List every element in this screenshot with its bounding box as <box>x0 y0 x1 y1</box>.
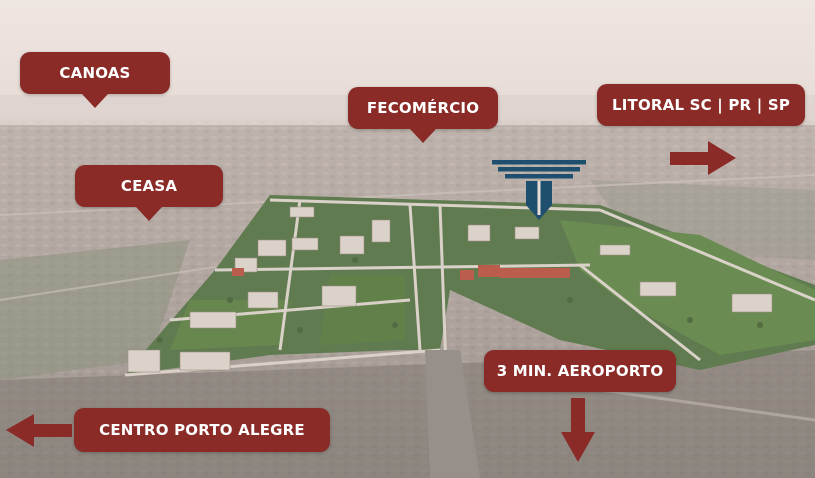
label-centro-text: CENTRO PORTO ALEGRE <box>99 421 305 439</box>
label-ceasa-text: CEASA <box>120 177 178 195</box>
label-litoral-text: LITORAL SC | PR | SP <box>611 96 791 114</box>
label-canoas-text: CANOAS <box>59 64 131 82</box>
label-fecomercio: FECOMÉRCIO <box>348 87 498 143</box>
arrow-left-icon <box>6 414 72 447</box>
arrow-right-icon <box>670 141 736 175</box>
label-canoas: CANOAS <box>20 52 170 108</box>
label-litoral: LITORAL SC | PR | SP <box>597 84 805 126</box>
label-canoas-pointer <box>82 94 108 108</box>
arrow-down-icon <box>561 398 595 462</box>
label-fecomercio-text: FECOMÉRCIO <box>366 99 480 117</box>
label-aeroporto: 3 MIN. AEROPORTO <box>484 350 676 392</box>
label-ceasa-pointer <box>136 207 162 221</box>
label-aeroporto-text: 3 MIN. AEROPORTO <box>496 362 664 380</box>
t-monogram-logo <box>492 160 586 220</box>
label-ceasa: CEASA <box>75 165 223 221</box>
label-fecomercio-pointer <box>410 129 436 143</box>
label-centro-porto-alegre: CENTRO PORTO ALEGRE <box>74 408 330 452</box>
